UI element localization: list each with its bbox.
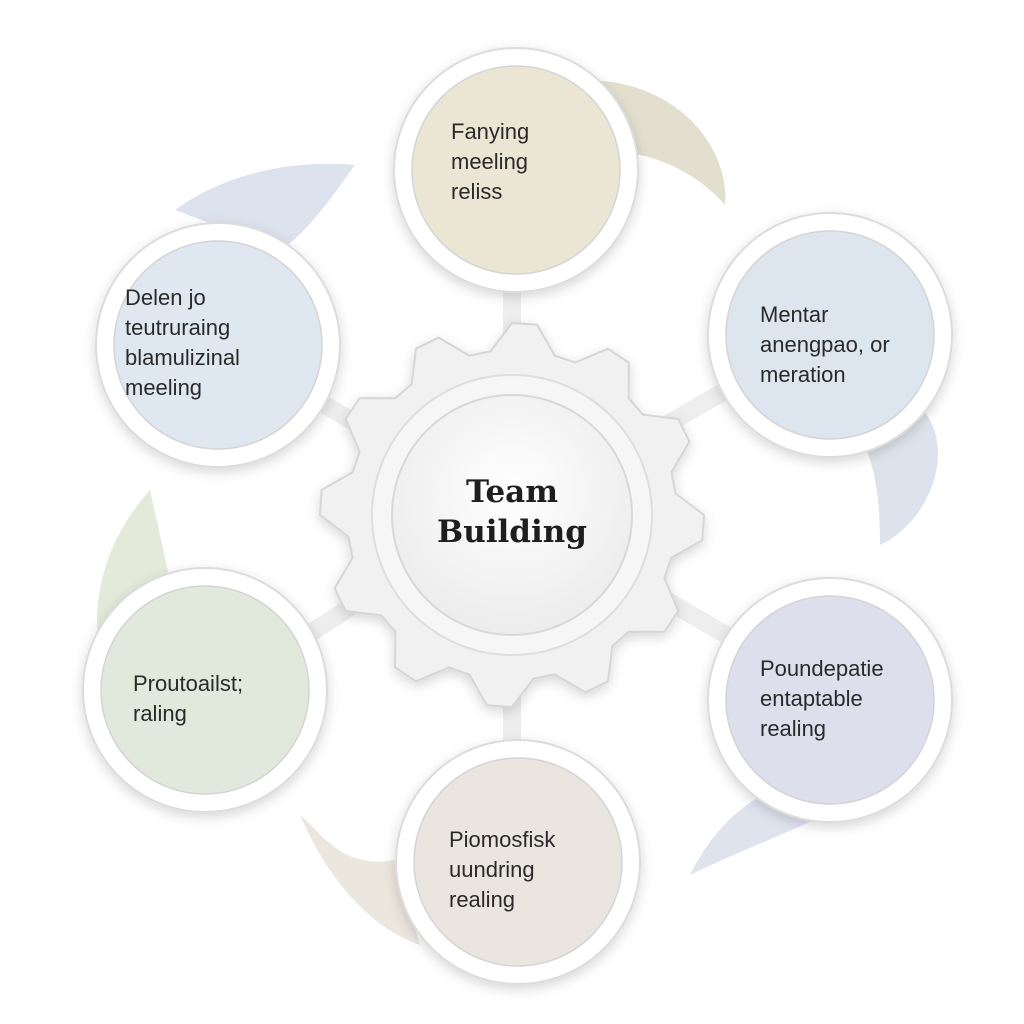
node-label-upper-left: Delen jo teutruraing blamulizinal meelin… xyxy=(125,283,240,403)
hub-title-line-1: Team xyxy=(465,474,559,510)
node-bottom-line-3: realing xyxy=(449,887,516,912)
node-upper-left-line-2: teutruraing xyxy=(125,315,231,340)
node-label-lower-right: Poundepatie entaptable realing xyxy=(760,654,884,744)
node-upper-right-disc xyxy=(725,230,935,440)
node-top xyxy=(393,47,639,293)
node-lower-right-line-2: entaptable xyxy=(760,686,863,711)
node-upper-left-line-1: Delen jo xyxy=(125,285,206,310)
node-top-line-2: meeling xyxy=(451,149,529,174)
node-upper-right-line-3: meration xyxy=(760,362,846,387)
node-upper-left xyxy=(95,222,341,468)
tail-bottom xyxy=(300,815,420,945)
hub-title-line-2: Building xyxy=(437,514,587,550)
node-top-line-3: reliss xyxy=(451,179,503,204)
node-upper-right-line-2: anengpao, or xyxy=(760,332,890,357)
node-upper-left-line-4: meeling xyxy=(125,375,203,400)
node-lower-right-line-3: realing xyxy=(760,716,827,741)
node-upper-left-disc xyxy=(113,240,323,450)
outer-nodes xyxy=(82,47,953,985)
hub-title: Team Building xyxy=(412,472,612,552)
node-lower-right xyxy=(707,577,953,823)
node-label-lower-left: Proutoailst; raling xyxy=(133,669,243,729)
node-upper-left-line-3: blamulizinal xyxy=(125,345,240,370)
tail-upper-left xyxy=(175,163,355,250)
hub-gear xyxy=(319,322,705,708)
node-label-top: Fanying meeling reliss xyxy=(451,117,529,207)
node-lower-left xyxy=(82,567,328,813)
node-bottom-line-1: Piomosfisk xyxy=(449,827,556,852)
node-lower-left-disc xyxy=(100,585,310,795)
node-lower-right-line-1: Poundepatie xyxy=(760,656,884,681)
node-upper-right xyxy=(707,212,953,458)
node-upper-right-line-1: Mentar xyxy=(760,302,829,327)
node-lower-right-disc xyxy=(725,595,935,805)
node-lower-left-line-1: Proutoailst; xyxy=(133,671,244,696)
node-bottom xyxy=(395,739,641,985)
node-label-bottom: Piomosfisk uundring realing xyxy=(449,825,555,915)
node-top-disc xyxy=(411,65,621,275)
node-bottom-disc xyxy=(413,757,623,967)
node-lower-left-line-2: raling xyxy=(133,701,187,726)
node-label-upper-right: Mentar anengpao, or meration xyxy=(760,300,890,390)
node-top-line-1: Fanying xyxy=(451,119,530,144)
hub-disc xyxy=(391,394,633,636)
node-bottom-line-2: uundring xyxy=(449,857,535,882)
